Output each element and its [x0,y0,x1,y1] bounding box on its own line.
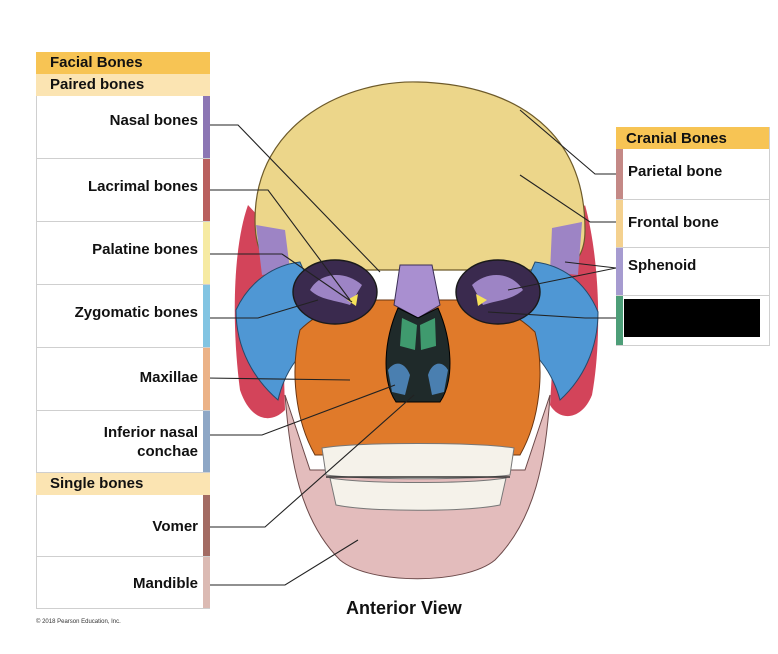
label-vomer: Vomer [152,518,198,535]
single-bones-title: Single bones [36,473,210,495]
sphenoid-right-region [550,222,582,275]
teeth-upper [321,443,515,480]
copyright-notice: © 2018 Pearson Education, Inc. [36,619,121,625]
orbit-right-palatine [476,294,487,306]
teeth-lower [329,477,507,511]
cranial-row-parietal: Parietal bone [616,149,769,200]
label-zygomatic-bones: Zygomatic bones [74,304,198,321]
orbit-right-sphenoid [472,274,523,305]
facial-row-conchae: Inferior nasal conchae [36,411,210,473]
color-bar-palatine [203,222,210,284]
cranial-row-sphenoid: Sphenoid [616,248,769,296]
facial-row-lacrimal: Lacrimal bones [36,159,210,222]
label-lacrimal-bones: Lacrimal bones [87,178,198,195]
cranial-bones-title: Cranial Bones [616,127,769,149]
color-bar-vomer [203,495,210,556]
view-caption: Anterior View [346,598,462,618]
facial-row-zygomatic: Zygomatic bones [36,285,210,348]
frontal-region [254,81,586,271]
label-mandible: Mandible [132,575,198,592]
facial-row-palatine: Palatine bones [36,222,210,285]
facial-bones-table: Facial Bones Paired bones Nasal bones La… [36,52,210,609]
nasal-bones-region [393,264,441,319]
color-bar-nasal [203,96,210,158]
redacted-label-box [624,299,760,337]
label-parietal-bone: Parietal bone [628,163,723,180]
orbit-left-palatine [347,294,358,306]
leader-lines [205,109,617,586]
conchae-region [388,363,448,395]
facial-bones-title: Facial Bones [36,52,210,74]
ethmoid-region [400,318,436,350]
color-bar-parietal [616,149,623,199]
color-bar-zygomatic [203,285,210,347]
label-maxillae: Maxillae [139,369,198,386]
color-bar-lacrimal [203,159,210,221]
color-bar-conchae [203,411,210,472]
cranial-row-frontal: Frontal bone [616,200,769,248]
color-bar-maxillae [203,348,210,410]
label-nasal-bones: Nasal bones [109,112,198,129]
label-sphenoid: Sphenoid [628,257,697,274]
label-inferior-nasal-conchae: Inferior nasal conchae [104,423,198,461]
color-bar-frontal [616,200,623,247]
sphenoid-left-region [256,225,290,275]
label-palatine-bones: Palatine bones [92,241,198,258]
color-bar-mandible [203,557,210,608]
color-bar-sphenoid [616,248,623,295]
label-conchae-line1: Inferior nasal [103,424,198,441]
color-bar-hidden [616,296,623,345]
label-frontal-bone: Frontal bone [628,214,719,231]
facial-row-maxillae: Maxillae [36,348,210,411]
paired-bones-title: Paired bones [36,74,210,96]
facial-row-vomer: Vomer [36,495,210,557]
facial-row-mandible: Mandible [36,557,210,609]
facial-row-nasal: Nasal bones [36,96,210,159]
label-conchae-line2: conchae [137,443,198,460]
